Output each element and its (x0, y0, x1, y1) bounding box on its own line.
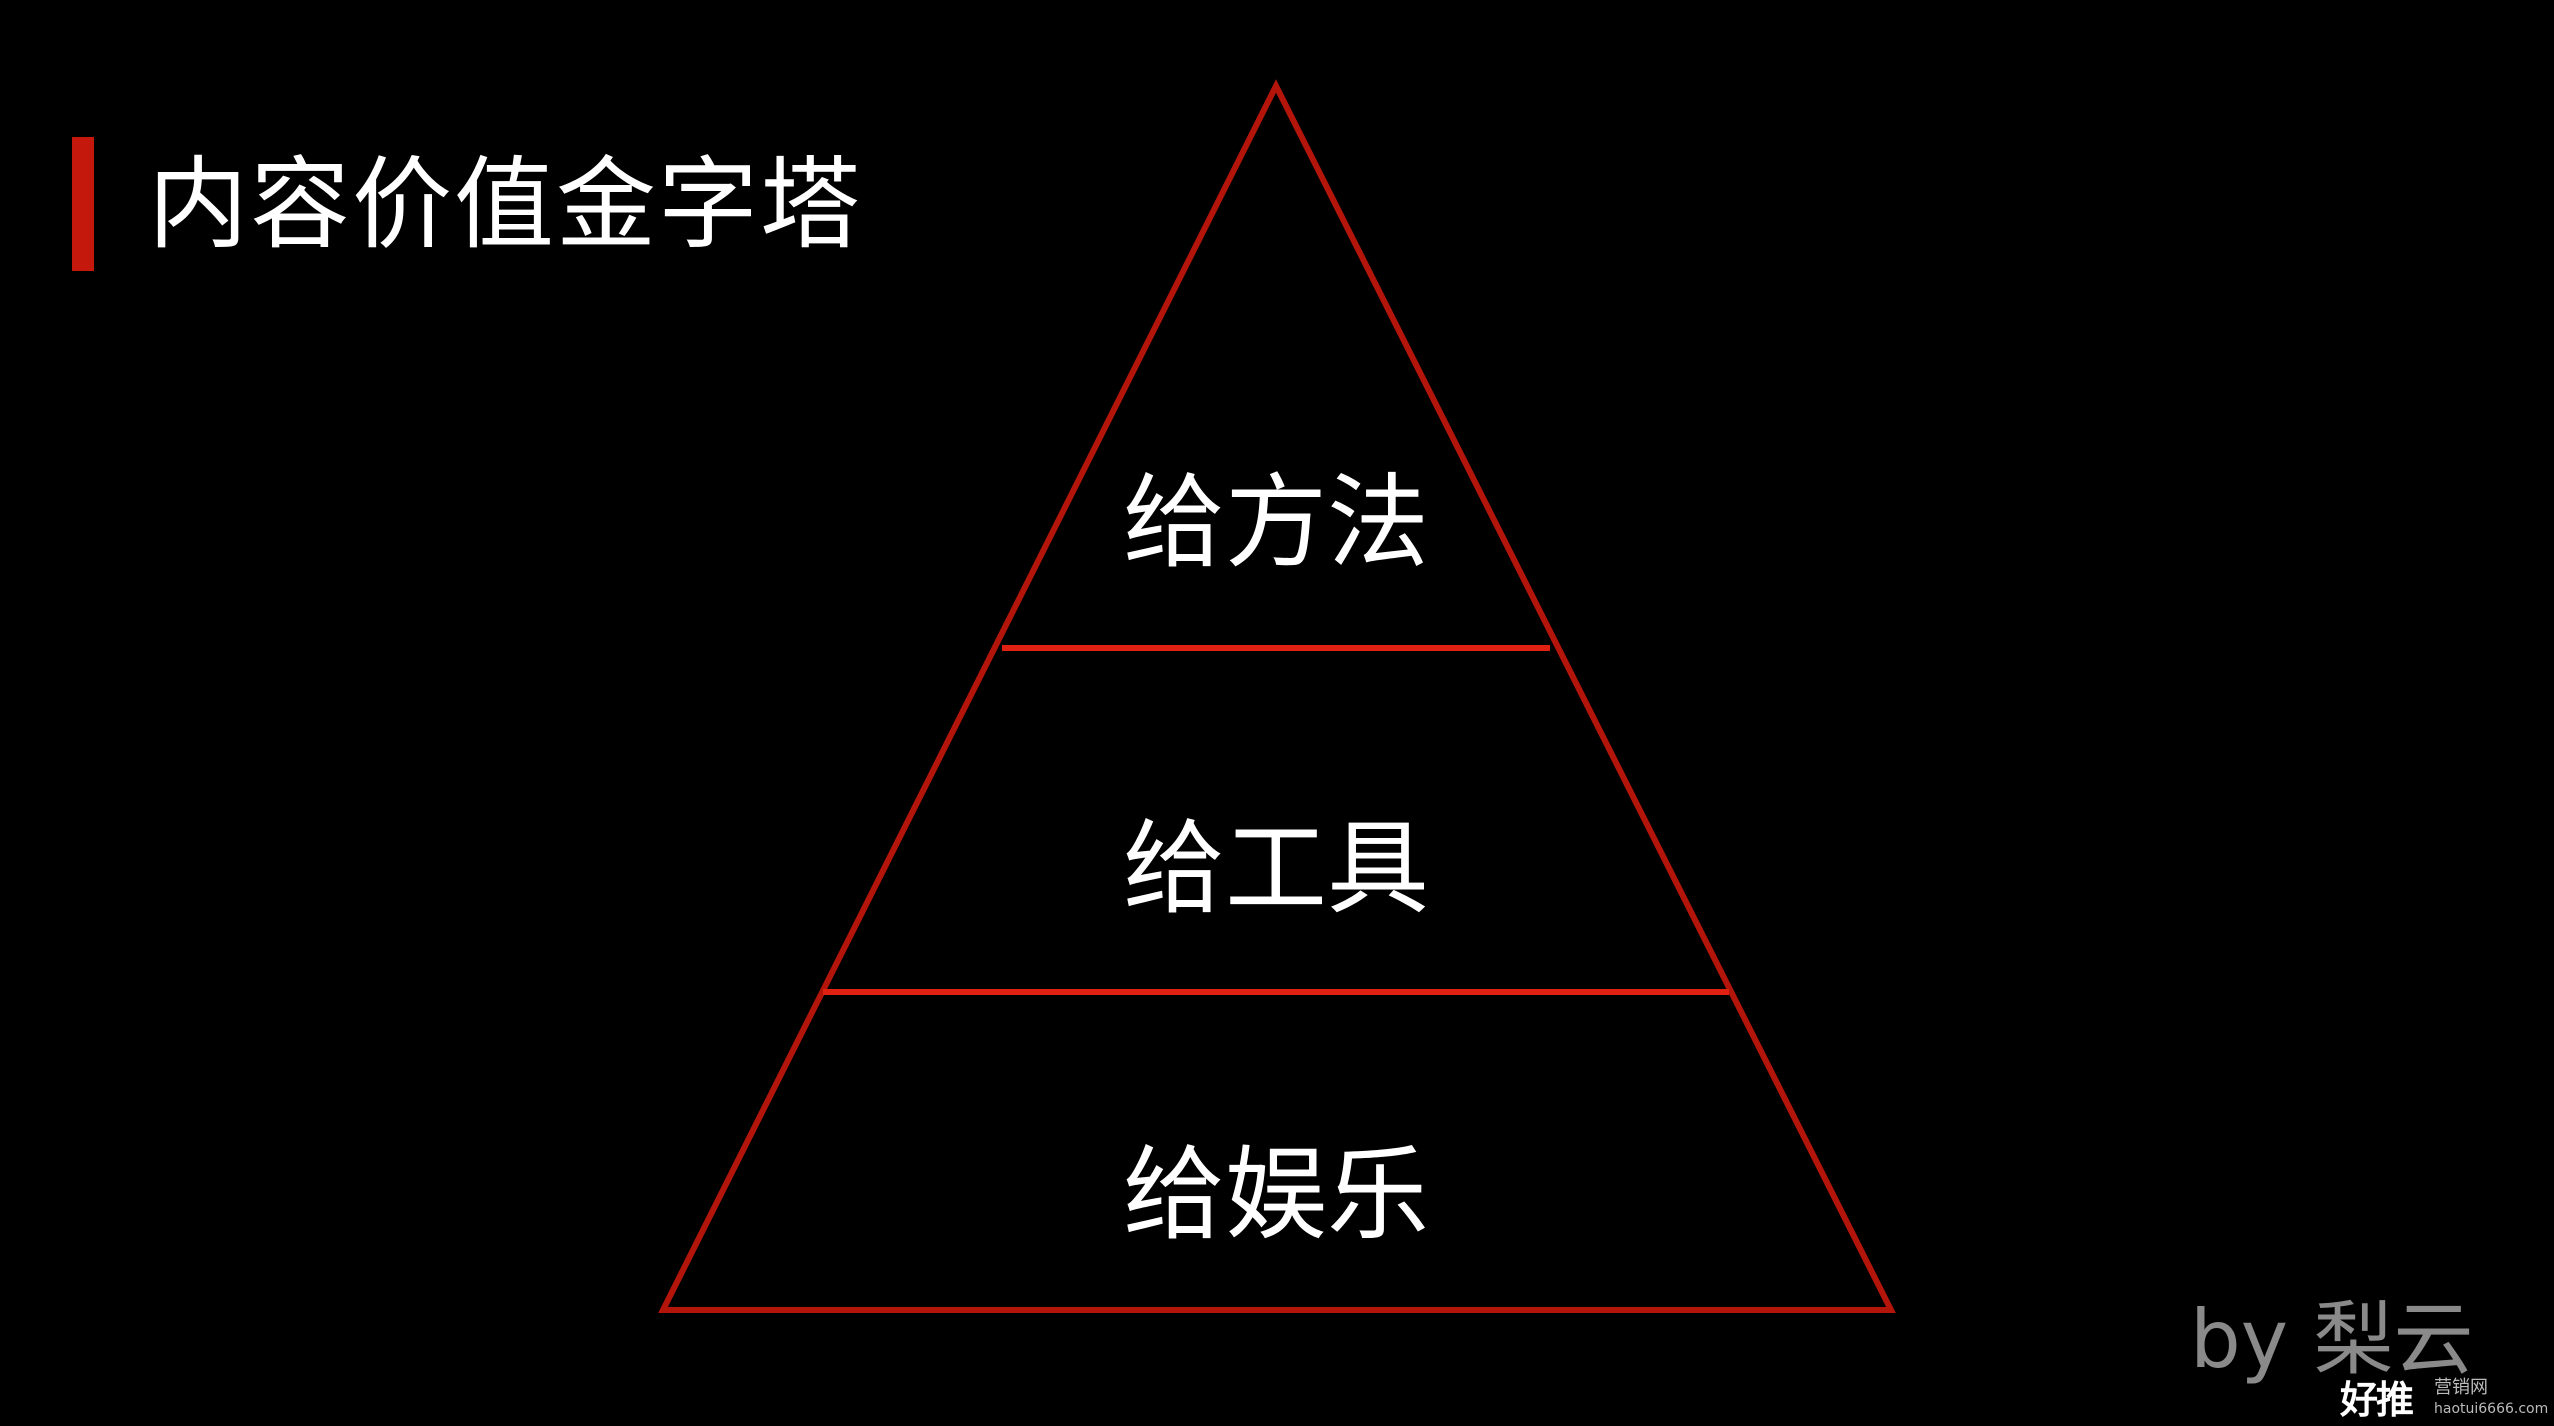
pyramid-level-top-label: 给方法 (1123, 464, 1429, 583)
watermark: 好推 营销网 haotui6666.com (2340, 1378, 2550, 1422)
author-byline: by 梨云 (2190, 1293, 2474, 1386)
pyramid-level-bottom-label: 给娱乐 (1123, 1136, 1429, 1255)
watermark-site-name: 营销网 (2434, 1377, 2488, 1398)
pyramid-outline (658, 79, 1896, 1313)
slide-title: 内容价值金字塔 (148, 146, 862, 263)
pyramid-level-middle-label: 给工具 (1123, 810, 1429, 929)
title-accent-bar (72, 137, 94, 271)
watermark-url: haotui6666.com (2434, 1401, 2549, 1417)
watermark-logo: 好推 (2340, 1377, 2414, 1422)
